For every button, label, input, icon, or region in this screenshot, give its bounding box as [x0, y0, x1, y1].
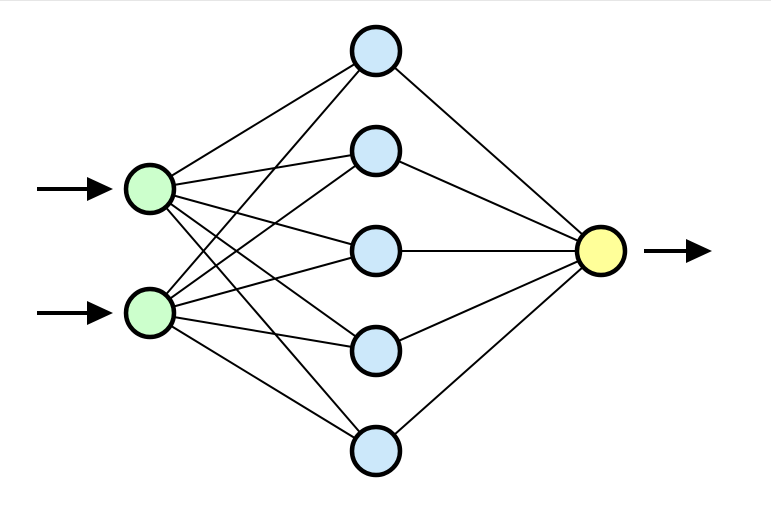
edge-h1-o1	[394, 67, 583, 235]
input-node-2[interactable]	[123, 286, 177, 340]
nodes-group	[123, 24, 628, 478]
edge-i2-h3	[174, 256, 352, 308]
output-arrow-1-head	[686, 239, 712, 263]
input-arrow-2-head	[87, 301, 113, 325]
edge-i1-h1	[171, 63, 355, 177]
edge-i2-h1	[165, 69, 361, 295]
edge-h4-o1	[398, 260, 579, 342]
hidden-node-2[interactable]	[349, 124, 403, 178]
edge-h2-o1	[398, 160, 579, 242]
edge-i2-h5	[171, 325, 355, 439]
edge-h5-o1	[394, 267, 583, 435]
hidden-node-1[interactable]	[349, 24, 403, 78]
io-arrows-group	[37, 177, 712, 325]
edge-i1-h4	[170, 203, 356, 337]
hidden-node-3[interactable]	[349, 224, 403, 278]
input-node-1[interactable]	[123, 162, 177, 216]
edge-i2-h4	[175, 316, 351, 348]
hidden-node-5[interactable]	[349, 424, 403, 478]
edge-i1-h3	[174, 194, 352, 246]
output-node-1[interactable]	[574, 224, 628, 278]
edge-i1-h5	[165, 207, 361, 433]
edge-i1-h2	[175, 154, 351, 186]
input-arrow-1-head	[87, 177, 113, 201]
hidden-node-4[interactable]	[349, 324, 403, 378]
edge-i2-h2	[170, 165, 356, 299]
edges-group	[165, 63, 583, 439]
